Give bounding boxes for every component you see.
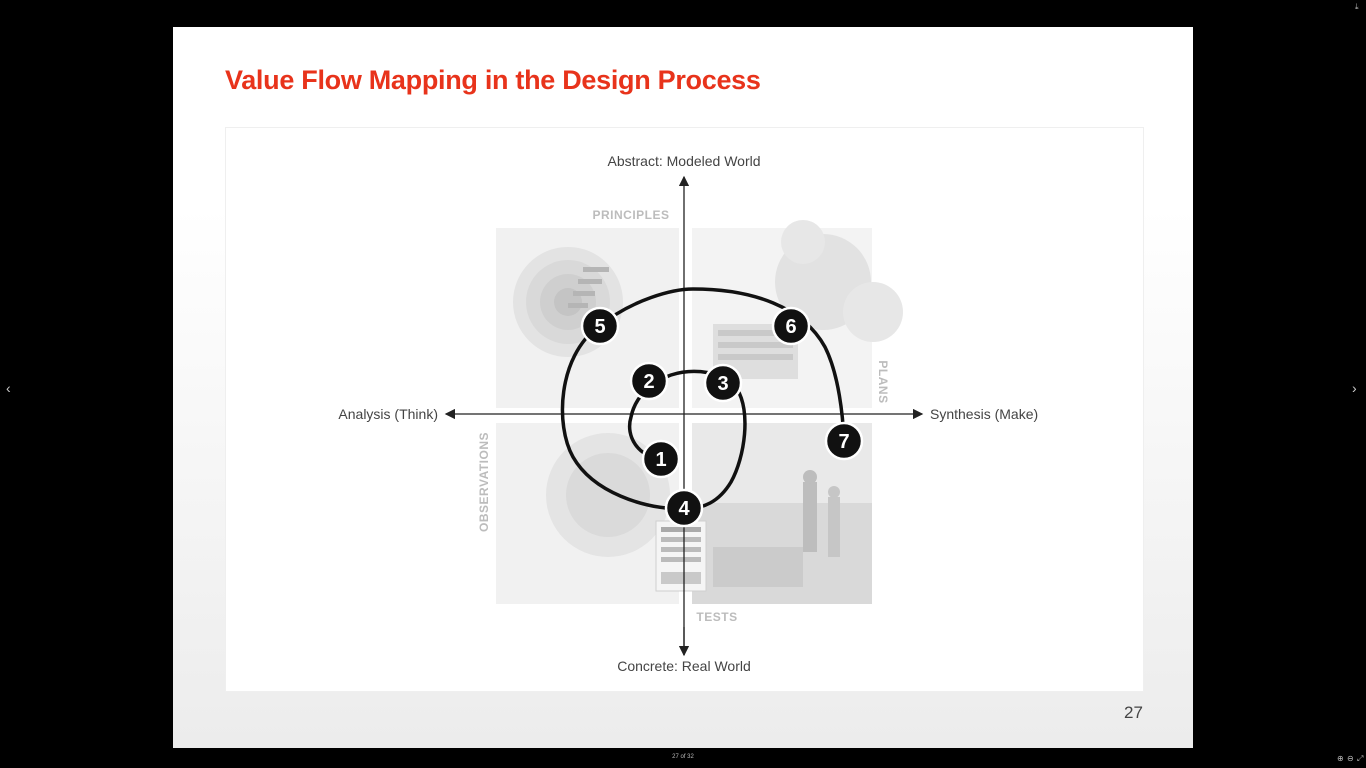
step-marker-6: 6 bbox=[771, 306, 811, 346]
axis-label-synthesis: Synthesis (Make) bbox=[930, 406, 1038, 422]
step-marker-7: 7 bbox=[824, 421, 864, 461]
svg-text:4: 4 bbox=[678, 498, 690, 520]
svg-text:2: 2 bbox=[643, 371, 654, 393]
step-marker-3: 3 bbox=[703, 363, 743, 403]
step-marker-5: 5 bbox=[580, 306, 620, 346]
slide: Value Flow Mapping in the Design Process… bbox=[173, 27, 1193, 748]
zoom-in-icon[interactable]: ⊕ bbox=[1337, 754, 1344, 763]
axis-label-concrete: Concrete: Real World bbox=[617, 658, 751, 674]
zoom-out-icon[interactable]: ⊖ bbox=[1347, 754, 1354, 763]
svg-text:3: 3 bbox=[717, 373, 728, 395]
svg-text:5: 5 bbox=[594, 316, 605, 338]
spiral-path bbox=[560, 287, 846, 511]
axis-label-analysis: Analysis (Think) bbox=[338, 406, 438, 422]
chevron-left-icon[interactable]: ‹ bbox=[6, 380, 11, 396]
download-icon[interactable]: ⤓ bbox=[1355, 2, 1359, 11]
design-process-diagram: Abstract: Modeled World Concrete: Real W… bbox=[338, 153, 1038, 674]
svg-text:1: 1 bbox=[655, 449, 666, 471]
slide-page-number: 27 bbox=[1124, 703, 1143, 722]
page-indicator: 27 of 32 bbox=[672, 754, 694, 760]
svg-text:6: 6 bbox=[785, 316, 796, 338]
step-marker-1: 1 bbox=[641, 439, 681, 479]
slide-title: Value Flow Mapping in the Design Process bbox=[225, 65, 761, 95]
quadrant-label-plans: PLANS bbox=[876, 360, 890, 403]
fit-screen-icon[interactable]: ⤢ bbox=[1357, 754, 1364, 763]
quadrant-label-tests: TESTS bbox=[696, 610, 737, 624]
svg-text:7: 7 bbox=[838, 431, 849, 453]
step-marker-4: 4 bbox=[664, 488, 704, 528]
chevron-right-icon[interactable]: › bbox=[1352, 380, 1357, 396]
quadrant-label-principles: PRINCIPLES bbox=[592, 208, 669, 222]
axis-label-abstract: Abstract: Modeled World bbox=[607, 153, 760, 169]
step-marker-2: 2 bbox=[629, 361, 669, 401]
quadrant-label-observations: OBSERVATIONS bbox=[477, 432, 491, 532]
